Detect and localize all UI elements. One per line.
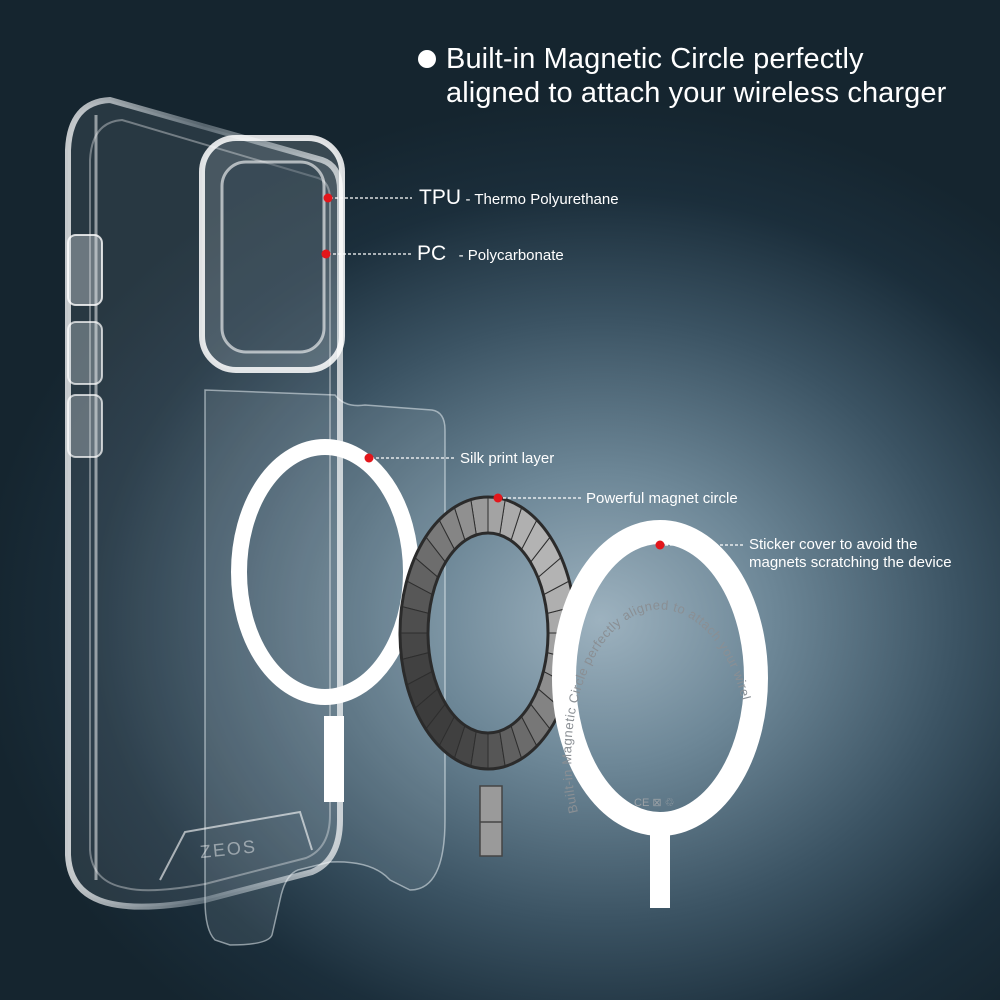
leader-lines [328,197,745,546]
sticker-callout-line-1: Sticker cover to avoid the [749,536,918,553]
pc-code: PC [417,242,447,265]
pc-callout: PC - Polycarbonate [417,242,564,266]
feature-headline: Built-in Magnetic Circle perfectly align… [418,42,947,110]
sticker-callout: Sticker cover to avoid the magnets scrat… [749,536,952,572]
pc-back-panel [204,389,446,946]
tpu-code: TPU [419,186,461,209]
silk-print-callout: Silk print layer [460,450,555,467]
clear-case-body [65,96,345,910]
sticker-callout-line-2: magnets scratching the device [749,554,952,571]
magnet-callout: Powerful magnet circle [586,490,738,507]
tpu-description: - Thermo Polyurethane [465,191,619,208]
certification-marks: CE ⊠ ♲ [634,797,674,809]
bullet-icon [418,50,436,68]
tpu-callout: TPU - Thermo Polyurethane [419,186,619,210]
pc-description: - Polycarbonate [458,247,564,264]
callout-markers [321,193,665,550]
headline-line-1: Built-in Magnetic Circle perfectly [446,43,864,75]
headline-line-2: aligned to attach your wireless charger [446,77,947,109]
